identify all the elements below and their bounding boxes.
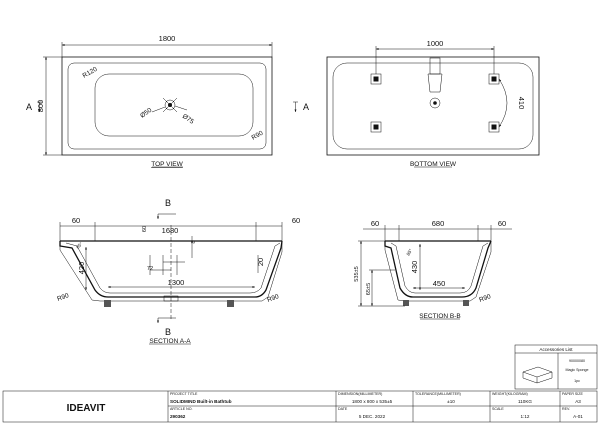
drain-diameter-label: Ø50 [139, 107, 153, 120]
section-b-label: SECTION B-B [419, 313, 461, 320]
inner-radius-label: R120 [82, 66, 99, 80]
project-title-label: PROJECT TITLE [170, 392, 198, 396]
waste-pipe [429, 57, 441, 75]
article-label: ARTICLE NO. [170, 407, 193, 411]
width-dimension: 800 [36, 100, 45, 113]
section-b-shell [384, 240, 492, 298]
b-rim-right-dim: 60 [498, 219, 506, 228]
tolerance-value: ±10 [447, 399, 455, 404]
accessories-list: Accessories List 90000080 Magic Sponge 1… [514, 344, 598, 390]
section-a-shell [59, 240, 283, 298]
top-view-rim-line [67, 62, 267, 150]
bottom-view-shell [332, 62, 534, 150]
tolerance-label: TOLERANCE(MILLIMETER) [415, 392, 461, 396]
sponge-icon [522, 366, 553, 384]
top-view-basin [94, 73, 254, 137]
date-value: 5 DEC. 2022 [359, 414, 386, 419]
section-a-a: 60 60 1680 60 8 420 85° 20 72 1300 R90 R… [56, 198, 300, 345]
project-title: SOLIDMIND Built-in Bathtub [170, 399, 232, 404]
paper-value: A3 [575, 399, 581, 404]
section-b-b: 60 680 60 535±5 65±5 430 85° 450 R90 SEC… [354, 219, 512, 320]
section-mark-right: A [303, 102, 309, 112]
length-dimension: 1800 [159, 34, 176, 43]
article-number: 290362 [170, 414, 186, 419]
bottom-view: 1000 410 BOTTOM VIEW [326, 39, 540, 168]
top-view-outline [61, 56, 273, 156]
bottom-view-outline [326, 56, 540, 156]
section-mark-b-top: B [165, 198, 171, 208]
weight-label: WEIGHT(KILOGRAM) [492, 392, 528, 396]
b-radius: R90 [478, 293, 492, 304]
b-total-height: 535±5 [354, 266, 360, 282]
feet-spacing-long: 1000 [427, 39, 444, 48]
weight-value: 110KG [518, 399, 532, 404]
angle-a: 85° [75, 241, 84, 250]
b-angle: 85° [406, 248, 414, 257]
depth-dim: 420 [77, 262, 86, 275]
feet-spacing-short: 410 [517, 97, 526, 110]
b-depth-dim: 430 [410, 261, 419, 274]
title-block: IDEAVIT PROJECT TITLE SOLIDMIND Built-in… [2, 390, 598, 423]
top-view: 1800 800 R120 R90 Ø50 Ø75 A A TOP VIEW [26, 34, 309, 168]
b-rim-left-dim: 60 [371, 219, 379, 228]
rim-height-dim: 60 [142, 226, 148, 232]
dimension-value: 1800 x 800 x 535±5 [352, 399, 393, 404]
accessories-title: Accessories List [539, 347, 573, 352]
base-length-dim: 1300 [168, 278, 185, 287]
top-view-label: TOP VIEW [151, 161, 183, 168]
dimension-label: DIMENSION(MILLIMETER) [338, 392, 382, 396]
accessory-item: Magic Sponge [566, 368, 589, 372]
rev-value: A-01 [573, 414, 583, 419]
outer-radius-label: R90 [251, 130, 265, 142]
section-mark-left: A [26, 102, 32, 112]
b-base-width: 450 [433, 279, 446, 288]
drain-circle [164, 99, 176, 111]
rev-label: REV. [562, 407, 570, 411]
wall-dim: 20 [256, 258, 265, 266]
waste-diameter-label: Ø75 [181, 113, 195, 126]
accessory-code: 90000080 [569, 359, 585, 363]
paper-label: PAPER SIZE [562, 392, 584, 396]
date-label: DATE [338, 407, 348, 411]
scale-value: 1:12 [521, 414, 530, 419]
section-mark-b-bottom: B [165, 327, 171, 337]
b-base-height: 65±5 [366, 283, 372, 295]
brand-logo: IDEAVIT [67, 403, 106, 414]
accessory-qty: 1pc [574, 379, 580, 383]
rim-right-dim: 60 [292, 216, 300, 225]
small-dim: 8 [191, 240, 197, 243]
radius-right: R90 [266, 293, 280, 304]
bottom-view-label: BOTTOM VIEW [410, 161, 457, 168]
b-inner-width-dim: 680 [432, 219, 445, 228]
inner-length-dim: 1680 [162, 226, 179, 235]
section-a-label: SECTION A-A [149, 338, 191, 345]
rim-left-dim: 60 [72, 216, 80, 225]
scale-label: SCALE [492, 407, 504, 411]
drain-offset-dim: 72 [147, 266, 153, 272]
radius-left: R90 [56, 292, 70, 303]
